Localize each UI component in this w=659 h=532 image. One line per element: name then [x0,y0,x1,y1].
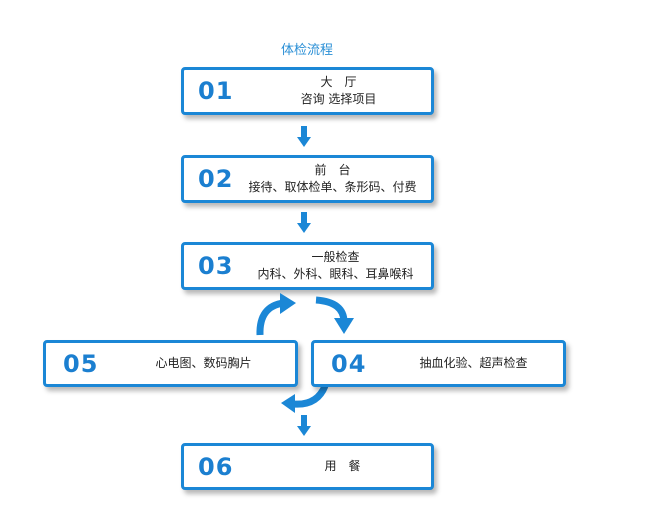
step-text: 抽血化验、超声检查 [384,343,563,384]
step-text: 心电图、数码胸片 [112,343,295,384]
step-title: 一般检查 [311,250,360,264]
step-detail: 内科、外科、眼科、耳鼻喉科 [257,267,414,281]
step-title: 用 餐 [324,459,361,473]
step-03-box: 03 一般检查 内科、外科、眼科、耳鼻喉科 [181,242,434,290]
step-number: 06 [198,452,234,481]
step-number: 02 [198,165,234,193]
step-detail: 接待、取体检单、条形码、付费 [248,180,417,194]
step-title: 抽血化验、超声检查 [419,356,528,370]
step-number: 04 [331,349,367,378]
down-arrow-icon [297,126,311,148]
step-detail: 咨询 选择项目 [300,92,377,106]
step-title: 前 台 [314,163,351,177]
step-title: 大 厅 [320,75,357,89]
page-title: 体检流程 [280,43,333,58]
curved-arrow-icon [314,294,358,336]
step-02-box: 02 前 台 接待、取体检单、条形码、付费 [181,155,434,203]
step-text: 大 厅 咨询 选择项目 [246,70,431,112]
step-number: 05 [63,349,99,378]
step-05-box: 05 心电图、数码胸片 [43,340,298,387]
curved-arrow-icon [250,292,300,338]
step-text: 前 台 接待、取体检单、条形码、付费 [234,158,431,200]
step-text: 一般检查 内科、外科、眼科、耳鼻喉科 [240,245,431,287]
step-06-box: 06 用 餐 [181,443,434,490]
step-number: 01 [198,77,234,105]
step-text: 用 餐 [254,446,431,487]
step-title: 心电图、数码胸片 [155,356,252,370]
step-04-box: 04 抽血化验、超声检查 [311,340,566,387]
step-01-box: 01 大 厅 咨询 选择项目 [181,67,434,115]
down-arrow-icon [297,212,311,234]
curved-arrow-icon [279,382,331,414]
down-arrow-icon [297,415,311,437]
step-number: 03 [198,252,234,280]
